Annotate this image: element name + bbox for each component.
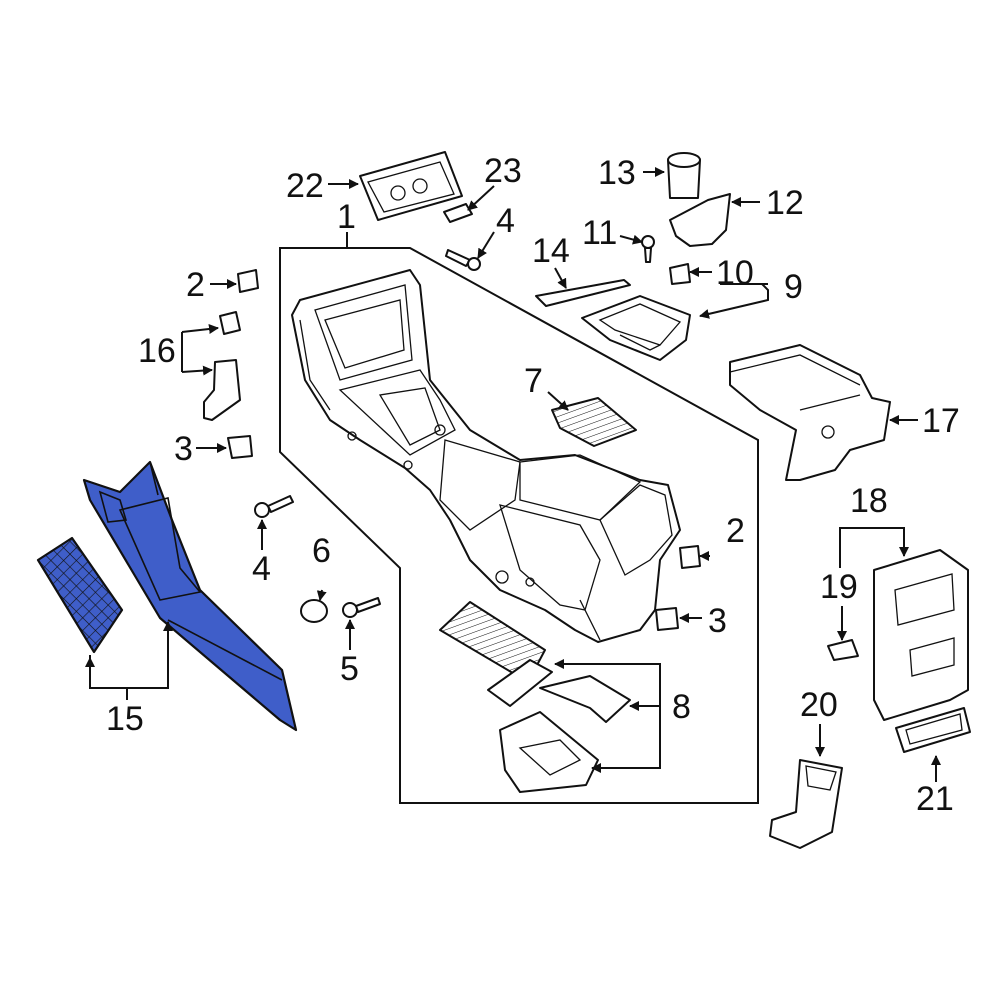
part-18-rear-panel — [873, 549, 969, 721]
center-console-body — [291, 269, 681, 643]
part-8-cupholder — [439, 601, 631, 793]
callout-5: 5 — [340, 650, 359, 688]
part-13-cup — [667, 152, 701, 199]
callout-12: 12 — [766, 184, 804, 222]
part-19-clip — [827, 639, 859, 661]
callout-21: 21 — [916, 780, 954, 818]
part-2-clip-right — [679, 545, 701, 569]
part-5-screw — [342, 597, 381, 618]
console-group-outline — [279, 247, 759, 804]
callout-13: 13 — [598, 154, 636, 192]
callout-17: 17 — [922, 402, 960, 440]
callout-19: 19 — [820, 568, 858, 606]
callout-11: 11 — [582, 214, 617, 252]
part-23-clip — [443, 203, 473, 223]
part-12-cover — [669, 193, 731, 247]
part-4-screw-left — [254, 495, 294, 518]
part-3-clip-right — [655, 607, 679, 631]
part-21-trim — [895, 707, 971, 753]
part-7-mat — [551, 397, 637, 447]
callout-18: 18 — [850, 482, 888, 520]
callout-22: 22 — [286, 167, 324, 205]
callout-7: 7 — [524, 362, 543, 400]
part-10-clip — [669, 263, 691, 285]
leader-lines — [85, 167, 941, 782]
callout-14: 14 — [532, 232, 570, 270]
callout-8: 8 — [672, 688, 691, 726]
part-2-clip-left — [237, 269, 259, 293]
callout-16: 16 — [138, 332, 176, 370]
callout-15: 15 — [106, 700, 144, 738]
part-16-bracket — [203, 311, 241, 421]
part-11-screw — [641, 235, 655, 263]
callout-3-right: 3 — [708, 602, 727, 640]
callout-labels: 1 22 23 4 2 16 3 4 6 5 15 7 14 11 10 9 1… — [106, 152, 960, 818]
part-6-cap — [300, 599, 328, 623]
callout-6: 6 — [312, 532, 331, 570]
part-22-bezel — [359, 151, 463, 221]
callout-10: 10 — [716, 254, 754, 292]
callout-2-left: 2 — [186, 266, 205, 304]
callout-23: 23 — [484, 152, 522, 190]
callout-20: 20 — [800, 686, 838, 724]
callout-1: 1 — [337, 198, 356, 236]
part-14-cover — [535, 279, 631, 307]
part-20-duct — [769, 759, 843, 849]
callout-4-top: 4 — [496, 202, 515, 240]
callout-9: 9 — [784, 268, 803, 306]
part-4-screw-top — [445, 249, 481, 271]
callout-2-right: 2 — [726, 512, 745, 550]
part-17-armrest — [729, 344, 891, 481]
part-3-clip-left — [227, 435, 253, 459]
part-9-tray — [581, 295, 691, 361]
part-15-side-panel — [36, 460, 298, 732]
callout-4-left: 4 — [252, 550, 271, 588]
callout-3-left: 3 — [174, 430, 193, 468]
